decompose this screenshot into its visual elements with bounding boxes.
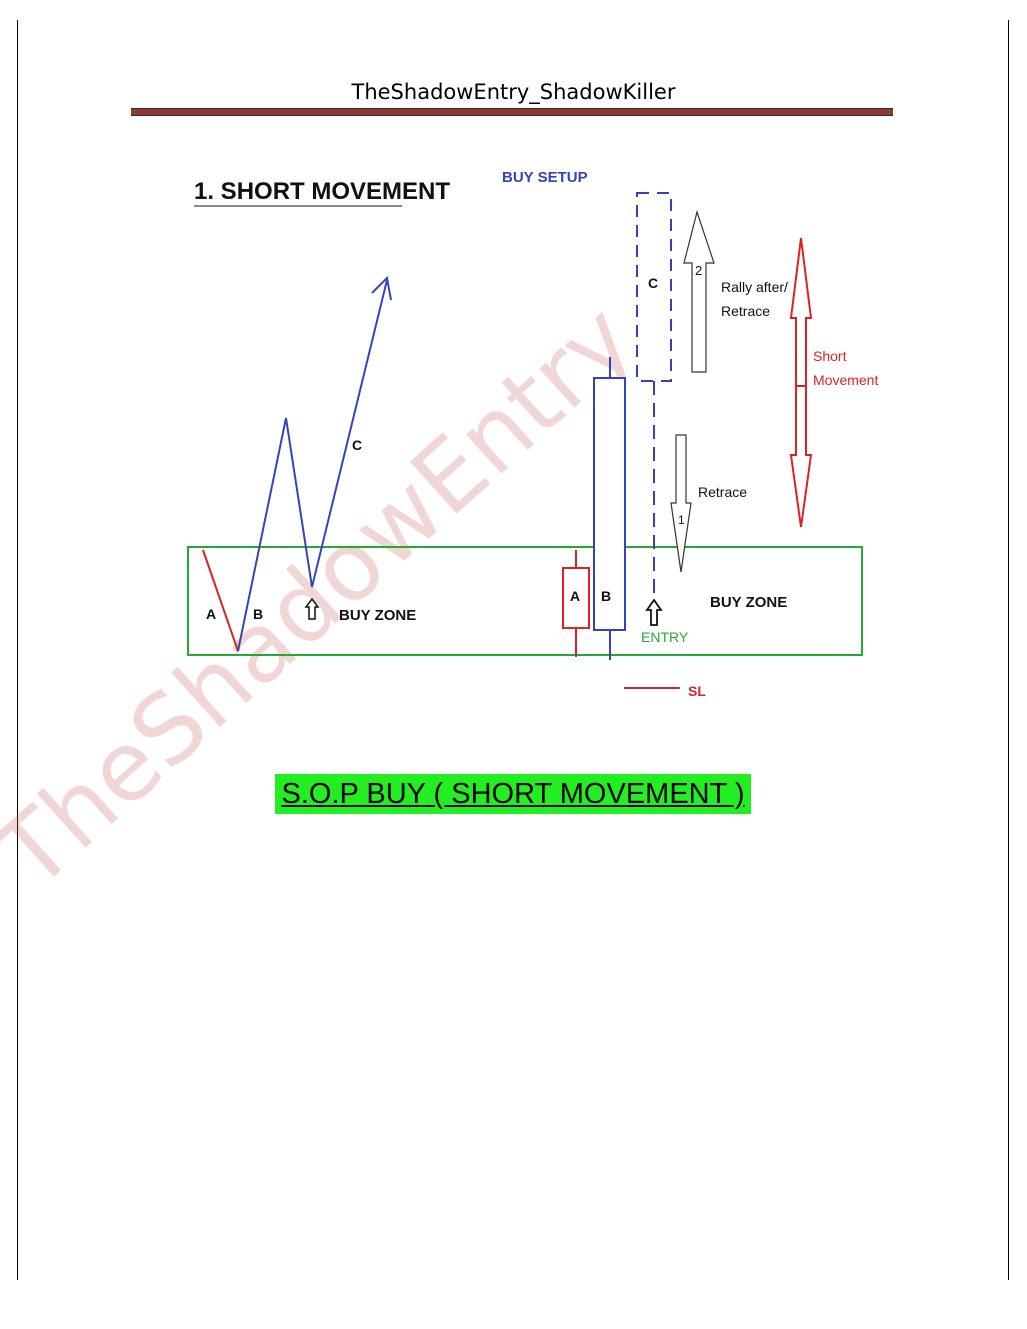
buy-setup-label: BUY SETUP bbox=[502, 169, 588, 186]
candle-c-body bbox=[636, 192, 672, 382]
rally-number: 2 bbox=[695, 263, 702, 278]
wave-label-a: A bbox=[206, 606, 216, 622]
wave-arrow-head bbox=[371, 275, 392, 301]
wave-a-line bbox=[202, 549, 239, 652]
candle-a-label: A bbox=[570, 588, 580, 604]
retrace-text: Retrace bbox=[698, 484, 747, 500]
short-text-line2: Movement bbox=[813, 372, 878, 388]
left-entry-arrow-icon bbox=[304, 597, 320, 620]
candle-a-body bbox=[562, 567, 590, 629]
short-movement-double-arrow-icon bbox=[789, 237, 813, 528]
rally-text-line2: Retrace bbox=[721, 303, 770, 319]
rally-up-arrow-icon bbox=[683, 209, 715, 373]
short-movement-diagram: 1. SHORT MOVEMENT BUY SETUP A B C BUY ZO… bbox=[187, 169, 878, 699]
sop-caption: S.O.P BUY ( SHORT MOVEMENT ) bbox=[275, 774, 751, 814]
retrace-down-arrow-icon bbox=[670, 434, 692, 573]
candle-b-label: B bbox=[601, 588, 611, 604]
candle-b-body bbox=[593, 377, 626, 631]
wave-label-b: B bbox=[253, 606, 263, 622]
entry-label: ENTRY bbox=[641, 629, 689, 645]
diagram-heading: 1. SHORT MOVEMENT bbox=[194, 178, 450, 205]
page-header: TheShadowEntry_ShadowKiller bbox=[351, 80, 676, 104]
right-buy-zone-label: BUY ZONE bbox=[710, 594, 787, 611]
entry-arrow-icon bbox=[645, 598, 663, 626]
buy-zone-box bbox=[187, 546, 863, 656]
candle-c-label: C bbox=[648, 275, 658, 291]
header-rule bbox=[131, 108, 893, 116]
short-text-line1: Short bbox=[813, 348, 847, 364]
page-border-right bbox=[1008, 20, 1009, 1280]
wave-label-c: C bbox=[352, 437, 362, 453]
rally-text-line1: Rally after/ bbox=[721, 279, 788, 295]
wave-bc-line bbox=[237, 279, 388, 652]
page-border-left bbox=[17, 20, 18, 1280]
retrace-number: 1 bbox=[678, 513, 685, 527]
stop-loss-label: SL bbox=[688, 683, 706, 699]
left-buy-zone-label: BUY ZONE bbox=[339, 607, 416, 624]
